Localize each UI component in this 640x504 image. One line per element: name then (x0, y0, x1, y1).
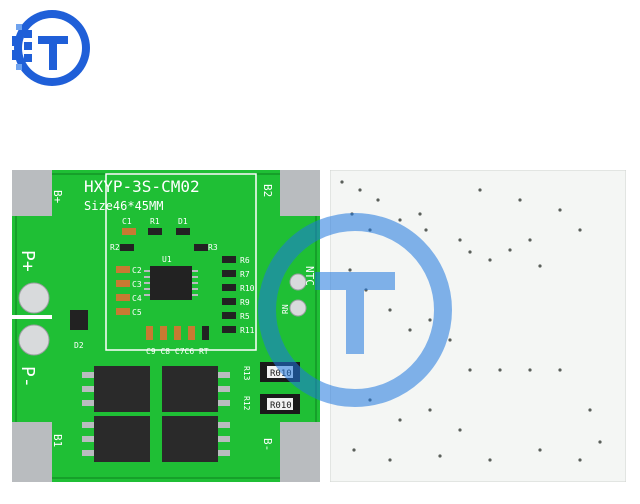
label-r2: R2 (110, 243, 120, 252)
label-c9-rt: C9 C8 C7C6 RT (146, 347, 209, 356)
label-c1: C1 (122, 217, 132, 226)
watermark-t-icon (315, 272, 395, 354)
label-c3: C3 (132, 280, 142, 289)
label-r7: R7 (240, 270, 250, 279)
label-r3: R3 (208, 243, 218, 252)
label-c2: C2 (132, 266, 142, 275)
label-u1: U1 (162, 255, 172, 264)
label-b1: B1 (51, 434, 64, 447)
terminal-pminus (18, 324, 50, 356)
label-pplus: P+ (17, 250, 38, 272)
label-c5: C5 (132, 308, 142, 317)
label-r9: R9 (240, 298, 250, 307)
label-bminus: B- (261, 438, 274, 451)
label-r5: R5 (240, 312, 250, 321)
mosfets (82, 366, 230, 462)
smd-components (70, 228, 236, 340)
label-r11: R11 (240, 326, 255, 335)
shunt-marking-1: R010 (270, 369, 292, 379)
pad-b1 (12, 422, 52, 482)
label-r13: R13 (242, 366, 251, 381)
pcb-front: HXYP-3S-CM02 Size46*45MM B+ B2 B1 B- P+ … (12, 170, 320, 482)
board-size: Size46*45MM (84, 199, 163, 213)
label-c4: C4 (132, 294, 142, 303)
label-pminus: P- (17, 366, 38, 388)
label-d2: D2 (74, 341, 84, 350)
label-bplus: B+ (51, 190, 64, 204)
pcb-back (330, 170, 626, 482)
label-r12: R12 (242, 396, 251, 411)
watermark-logo (258, 213, 452, 407)
label-d1: D1 (178, 217, 188, 226)
label-r1: R1 (150, 217, 160, 226)
watermark-ring (258, 213, 452, 407)
label-b2: B2 (261, 184, 274, 197)
shunt-marking-2: R010 (270, 401, 292, 411)
label-rn: RN (281, 304, 290, 314)
label-r6: R6 (240, 256, 250, 265)
board-model: HXYP-3S-CM02 (84, 177, 200, 196)
terminal-pplus (18, 282, 50, 314)
label-r10: R10 (240, 284, 255, 293)
diode-d2 (70, 310, 88, 330)
pad-bminus (280, 422, 320, 482)
ic-u1 (150, 266, 192, 300)
logo-t-icon (38, 36, 68, 70)
label-ntc: NTC (303, 266, 316, 286)
brand-logo (12, 10, 90, 86)
pad-bplus (12, 170, 52, 216)
pad-b2 (280, 170, 320, 216)
